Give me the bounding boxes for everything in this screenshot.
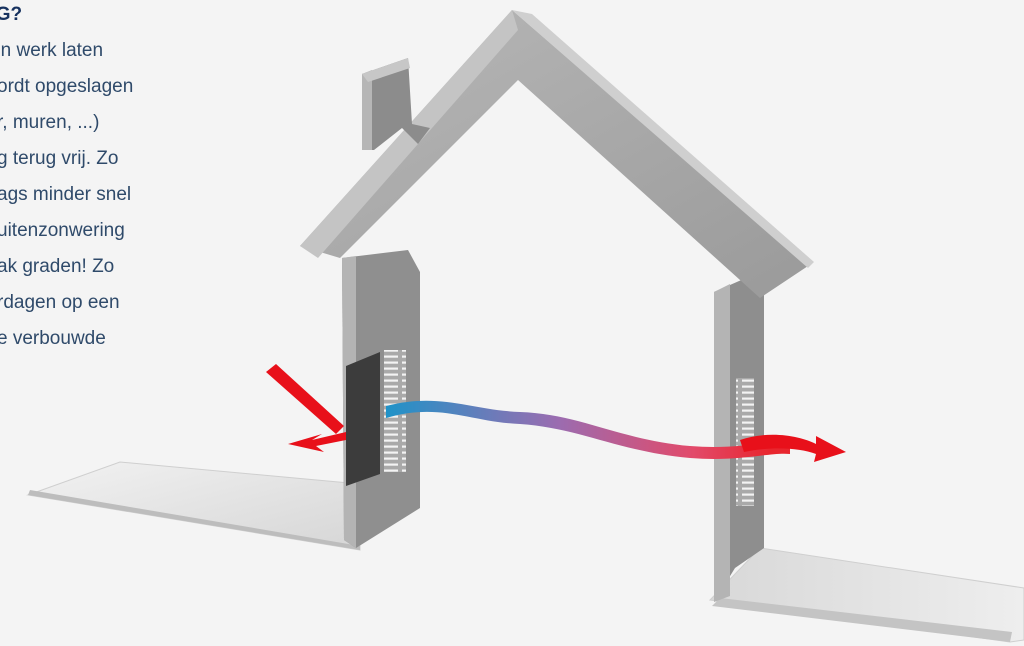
wall-insulation — [346, 352, 380, 486]
incoming-heat-arrow — [266, 364, 344, 434]
right-floor-slab — [710, 548, 1024, 642]
left-floor-slab — [28, 462, 360, 550]
